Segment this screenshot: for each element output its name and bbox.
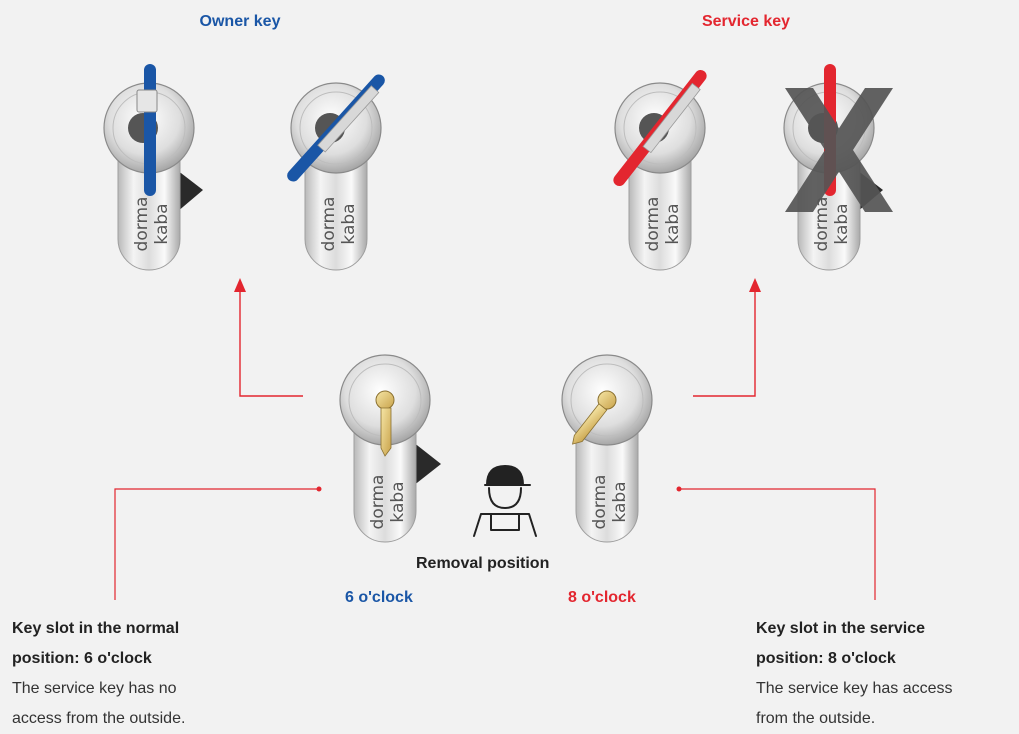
- caption-service-body-2: from the outside.: [756, 710, 876, 727]
- removal-position-label: Removal position: [416, 555, 550, 572]
- brand-kaba: kaba: [832, 203, 852, 244]
- clock-8-label: 8 o'clock: [568, 589, 636, 606]
- caption-normal-body-1: The service key has no: [12, 680, 177, 697]
- leader-right: [679, 488, 876, 600]
- cross-icon: [785, 88, 893, 212]
- arrow-owner: [239, 290, 303, 397]
- brand-dorma: dorma: [643, 197, 663, 252]
- caption-service-body-1: The service key has access: [756, 680, 953, 697]
- brand-dorma: dorma: [132, 197, 152, 252]
- brand-kaba: kaba: [152, 203, 172, 244]
- cylinder-service-tilted: dorma kaba: [613, 69, 707, 271]
- brand-kaba: kaba: [339, 203, 359, 244]
- arrow-service: [693, 290, 756, 397]
- brand-dorma: dorma: [590, 475, 610, 530]
- brand-kaba: kaba: [388, 481, 408, 522]
- brand-dorma: dorma: [368, 475, 388, 530]
- brand-dorma: dorma: [812, 197, 832, 252]
- cylinder-owner-tilted: dorma kaba: [287, 74, 385, 271]
- cylinder-normal-position: dorma kaba: [339, 354, 441, 543]
- leader-left-dot: [316, 486, 322, 492]
- caption-service-title-1: Key slot in the service: [756, 620, 925, 637]
- leader-right-dot: [676, 486, 682, 492]
- cylinder-owner-vertical: dorma kaba: [103, 64, 203, 271]
- leader-left: [114, 488, 319, 600]
- brand-dorma: dorma: [319, 197, 339, 252]
- brand-kaba: kaba: [610, 481, 630, 522]
- technician-icon: [473, 465, 537, 537]
- service-key-heading: Service key: [701, 13, 791, 30]
- brand-kaba: kaba: [663, 203, 683, 244]
- cylinder-service-position: dorma kaba: [561, 354, 653, 543]
- caption-service-position: Key slot in the service position: 8 o'cl…: [756, 614, 953, 734]
- caption-normal-body-2: access from the outside.: [12, 710, 186, 727]
- arrowhead-service: [749, 278, 761, 292]
- caption-normal-title-1: Key slot in the normal: [12, 620, 180, 637]
- owner-key-heading: Owner key: [199, 13, 281, 30]
- caption-service-title-2: position: 8 o'clock: [756, 650, 896, 667]
- caption-normal-position: Key slot in the normal position: 6 o'clo…: [12, 614, 185, 734]
- caption-normal-title-2: position: 6 o'clock: [12, 650, 152, 667]
- arrowhead-owner: [234, 278, 246, 292]
- clock-6-label: 6 o'clock: [345, 589, 413, 606]
